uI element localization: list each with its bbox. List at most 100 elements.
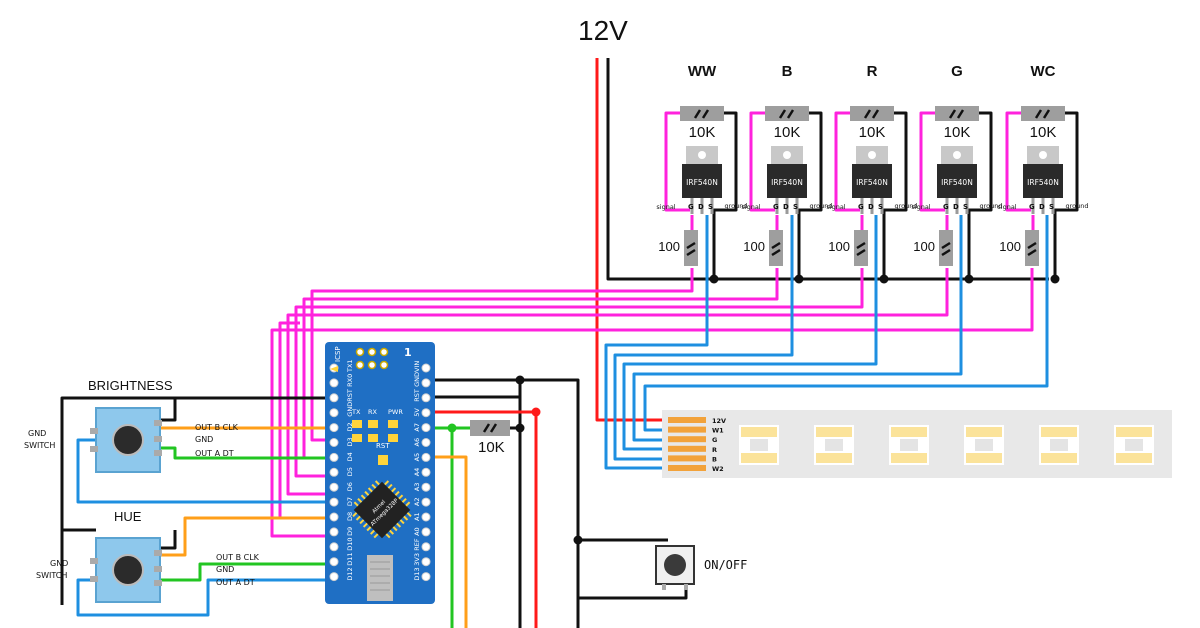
arduino-usb-port [367,555,393,601]
strip-led-chip [750,439,768,451]
arduino-pin-right[interactable] [421,572,431,582]
icsp-pin [379,347,389,357]
arduino-icsp-label: ICSP [334,346,342,362]
channel-label: B [782,63,793,80]
arduino-pin-left[interactable] [329,482,339,492]
ground-junction [709,274,719,284]
arduino-pin-left[interactable] [329,452,339,462]
arduino-pin-left[interactable] [329,438,339,447]
arduino-led-label: TX [351,408,361,416]
ground-label: ground [725,202,748,210]
resistor-10k [850,106,894,121]
mosfet-pin-label: G [773,203,779,211]
arduino-reset-button[interactable] [378,455,388,465]
resistor-bottom-label: 100 [658,239,680,254]
arduino-pin-left[interactable] [329,542,339,552]
brightness-out-a: OUT A DT [195,449,234,458]
encoder-knob[interactable] [112,554,144,586]
resistor-band [941,241,951,250]
resistor-band [856,248,866,257]
pullup-label: 10K [478,439,505,456]
signal-label: signal [741,203,760,211]
arduino-led [352,420,362,428]
chip-leg [399,519,405,525]
resistor-band [1027,241,1037,250]
brightness-title: BRIGHTNESS [88,378,173,393]
arduino-pin-right[interactable] [421,363,431,373]
strip-pad [668,455,706,462]
resistor-band [956,109,965,119]
arduino-pin-right[interactable] [421,467,431,477]
mosfet-label: IRF540N [941,178,973,187]
wire-enc2-gnd-black [60,528,96,605]
arduino-pin-left[interactable] [329,572,339,582]
arduino-pin-right[interactable] [421,438,431,447]
arduino-pin-label-right: A5 [413,453,421,462]
brightness-side-switch: SWITCH [24,441,55,450]
icsp-pin [367,360,377,370]
resistor-band [863,109,872,119]
strip-led-warm [891,427,927,437]
strip-leds [739,425,1154,465]
arduino-pin-left[interactable] [329,467,339,477]
icsp-pin [379,360,389,370]
arduino-pin-right[interactable] [421,557,431,567]
arduino-pin-label-left: D8 [346,512,354,521]
icsp-pin [355,347,365,357]
strip-led-warm [966,427,1002,437]
mosfet-pin-label: G [858,203,864,211]
mosfet-leg [785,198,789,214]
brightness-encoder[interactable] [90,407,162,473]
arduino-pin-right[interactable] [421,482,431,492]
strip-led-chip [1125,439,1143,451]
mosfet-leg [710,198,714,214]
mosfet-pin-label: S [878,203,883,211]
ground-junction [879,274,889,284]
arduino-pin-right[interactable] [421,378,431,388]
arduino-pin-label-right: REF [413,538,421,551]
mosfet-leg [955,198,959,214]
power-switch[interactable] [655,545,695,590]
arduino-pin-left[interactable] [329,408,339,418]
arduino-pin-left[interactable] [329,497,339,507]
arduino-pin-right[interactable] [421,527,431,537]
mosfet-leg [775,198,779,214]
power-switch-label: ON/OFF [704,558,747,572]
arduino-pin-right[interactable] [421,393,431,403]
arduino-pin-label-left: D3 [346,437,354,446]
chip-leg [403,515,409,521]
gate-resistor-wire [834,111,860,212]
mosfet-body [682,164,722,198]
resistor-band [686,241,696,250]
arduino-pin-left[interactable] [329,512,339,522]
arduino-pin-left[interactable] [329,378,339,388]
arduino-pin-marker [330,366,338,372]
resistor-band [786,109,795,119]
hue-encoder[interactable] [90,537,162,603]
wire-enc1-sw-blue [76,438,331,504]
mosfet-tab-hole [1039,151,1047,159]
mosfet-pin-label: D [783,203,789,211]
arduino-pin-right[interactable] [421,542,431,552]
hue-out-a: OUT A DT [216,578,255,587]
arduino-pin-right[interactable] [421,423,431,433]
strip-led-chip [1050,439,1068,451]
arduino-pin-left[interactable] [329,393,339,403]
encoder-knob[interactable] [112,424,144,456]
arduino-pin-right[interactable] [421,408,431,418]
strip-pad [668,436,706,443]
arduino-pin-right[interactable] [421,497,431,507]
mosfet-leg [1051,198,1055,214]
resistor-band [948,109,957,119]
resistor-10k [1021,106,1065,121]
arduino-pin-left[interactable] [329,423,339,433]
arduino-pin-left[interactable] [329,527,339,537]
arduino-pin-right[interactable] [421,452,431,462]
signal-label: signal [826,203,845,211]
ground-junction [794,274,804,284]
arduino-pin-right[interactable] [421,512,431,522]
arduino-pin-left[interactable] [329,557,339,567]
